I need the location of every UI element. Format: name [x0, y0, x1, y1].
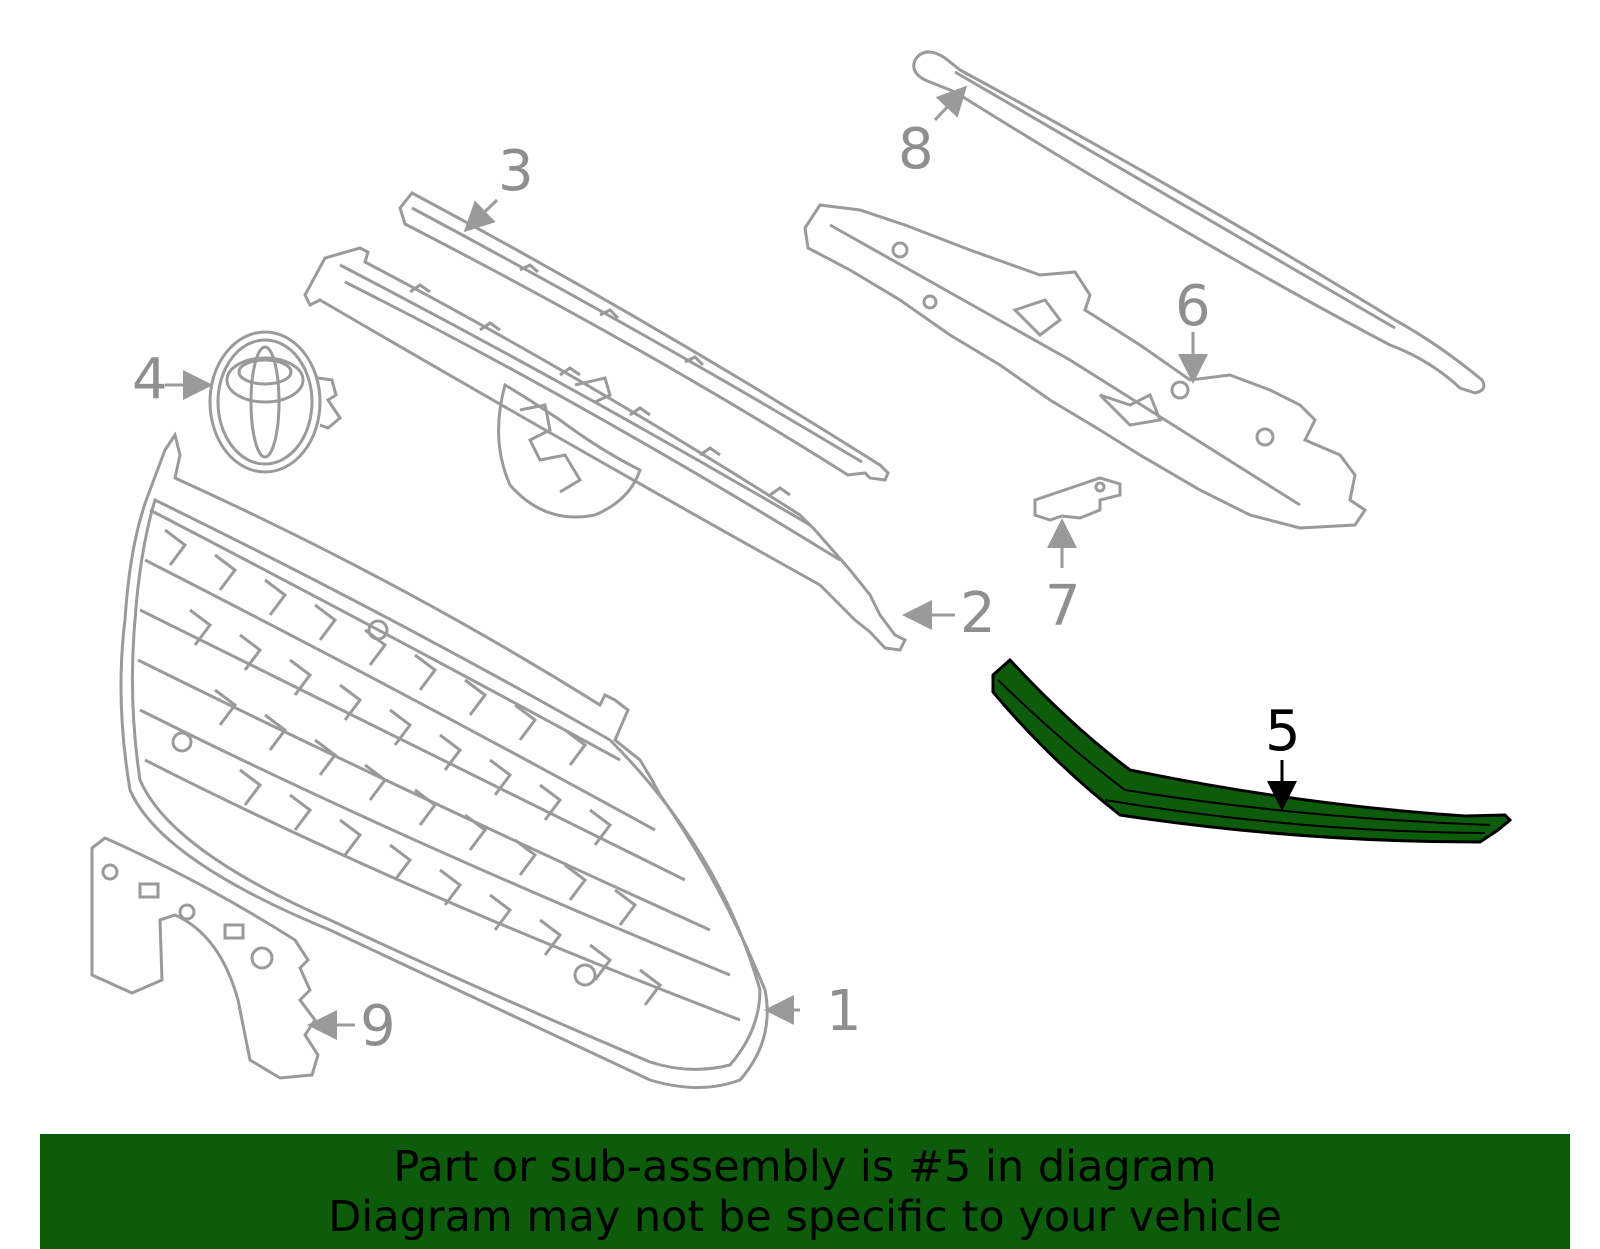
part-7-clip [1033, 476, 1122, 522]
callout-9: 9 [360, 994, 396, 1059]
part-5-lower-molding [991, 657, 1513, 844]
callout-labels: 1 2 3 4 5 6 7 8 9 [132, 117, 1301, 1059]
info-banner: Part or sub-assembly is #5 in diagram Di… [40, 1134, 1570, 1249]
callout-5: 5 [1265, 699, 1301, 764]
callout-3: 3 [498, 139, 534, 204]
callout-2: 2 [960, 581, 996, 646]
part-8-upper-molding [912, 50, 1486, 395]
callout-4: 4 [132, 347, 168, 412]
part-6-support-bracket [803, 203, 1368, 530]
callout-7: 7 [1045, 574, 1081, 639]
exploded-parts-diagram: 1 2 3 4 5 6 7 8 9 [90, 50, 1513, 1089]
leader-3 [463, 198, 499, 233]
part-2-grille-frame [303, 246, 908, 652]
part-1-grille [119, 431, 769, 1089]
leader-lines [165, 85, 1297, 1040]
leader-8 [933, 85, 968, 122]
part-4-emblem [208, 330, 342, 474]
part-3-upper-trim [398, 191, 890, 482]
banner-line-disclaimer: Diagram may not be specific to your vehi… [328, 1192, 1282, 1242]
callout-6: 6 [1175, 274, 1211, 339]
callout-1: 1 [826, 979, 862, 1044]
banner-line-part: Part or sub-assembly is #5 in diagram [393, 1142, 1217, 1192]
part-9-lower-bracket [90, 836, 320, 1080]
callout-8: 8 [898, 117, 934, 182]
